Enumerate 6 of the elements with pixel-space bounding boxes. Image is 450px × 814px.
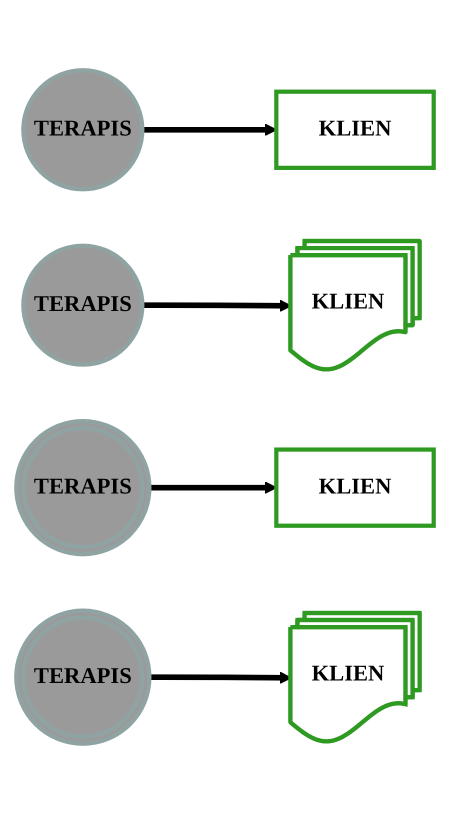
node-circle: TERAPIS — [14, 608, 152, 746]
node-circle: TERAPIS — [21, 244, 144, 367]
node-box: KLIEN — [274, 447, 436, 528]
node-circle: TERAPIS — [14, 419, 152, 556]
node-box: KLIEN — [274, 90, 436, 170]
node-circle: TERAPIS — [21, 68, 144, 192]
